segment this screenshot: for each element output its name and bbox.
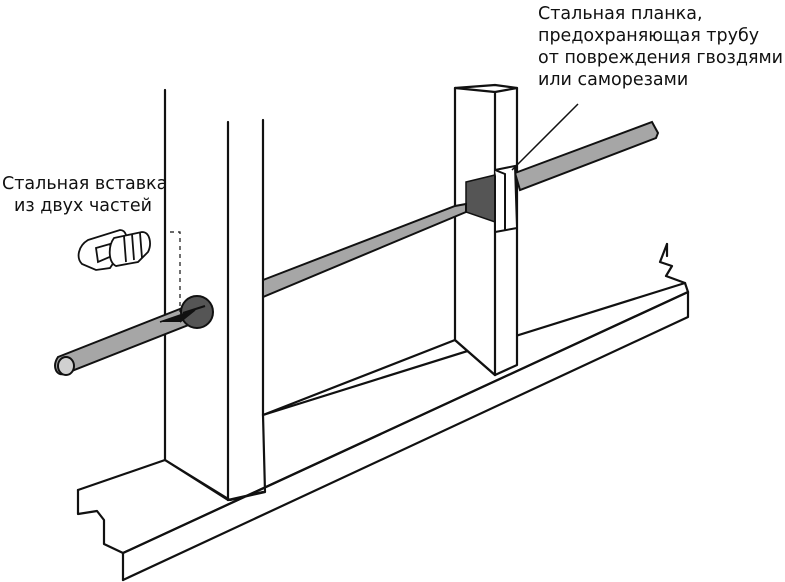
- plate-leader-line: [511, 103, 579, 171]
- pipe-segment-right: [513, 120, 660, 192]
- left-stud: [163, 88, 265, 502]
- steel-plate-label-line-4: или саморезами: [538, 70, 689, 90]
- insert-arrow: [159, 309, 196, 323]
- right-stud: [453, 83, 519, 377]
- steel-plate-label: Стальная планка, предохраняющая трубу от…: [538, 3, 783, 91]
- insert-dashed-guide: [170, 231, 181, 312]
- steel-plate-label-line-3: от повреждения гвоздями: [538, 48, 784, 68]
- steel-insert-label: Стальная вставка из двух частей: [2, 173, 168, 217]
- pipe-segment-middle: [262, 202, 467, 299]
- steel-plate-label-line-1: Стальная планка,: [538, 4, 703, 24]
- bottom-plate: [76, 242, 690, 582]
- steel-insert-label-line-2: из двух частей: [14, 196, 152, 216]
- steel-plate: [494, 164, 519, 234]
- steel-insert-label-line-1: Стальная вставка: [2, 174, 168, 194]
- stud-hole: [180, 295, 214, 329]
- steel-insert-icon: [77, 229, 151, 271]
- pipe-segment-left: [54, 303, 198, 376]
- steel-plate-label-line-2: предохраняющая трубу: [538, 26, 760, 46]
- pipe: [54, 120, 660, 376]
- pipe-end: [57, 356, 75, 376]
